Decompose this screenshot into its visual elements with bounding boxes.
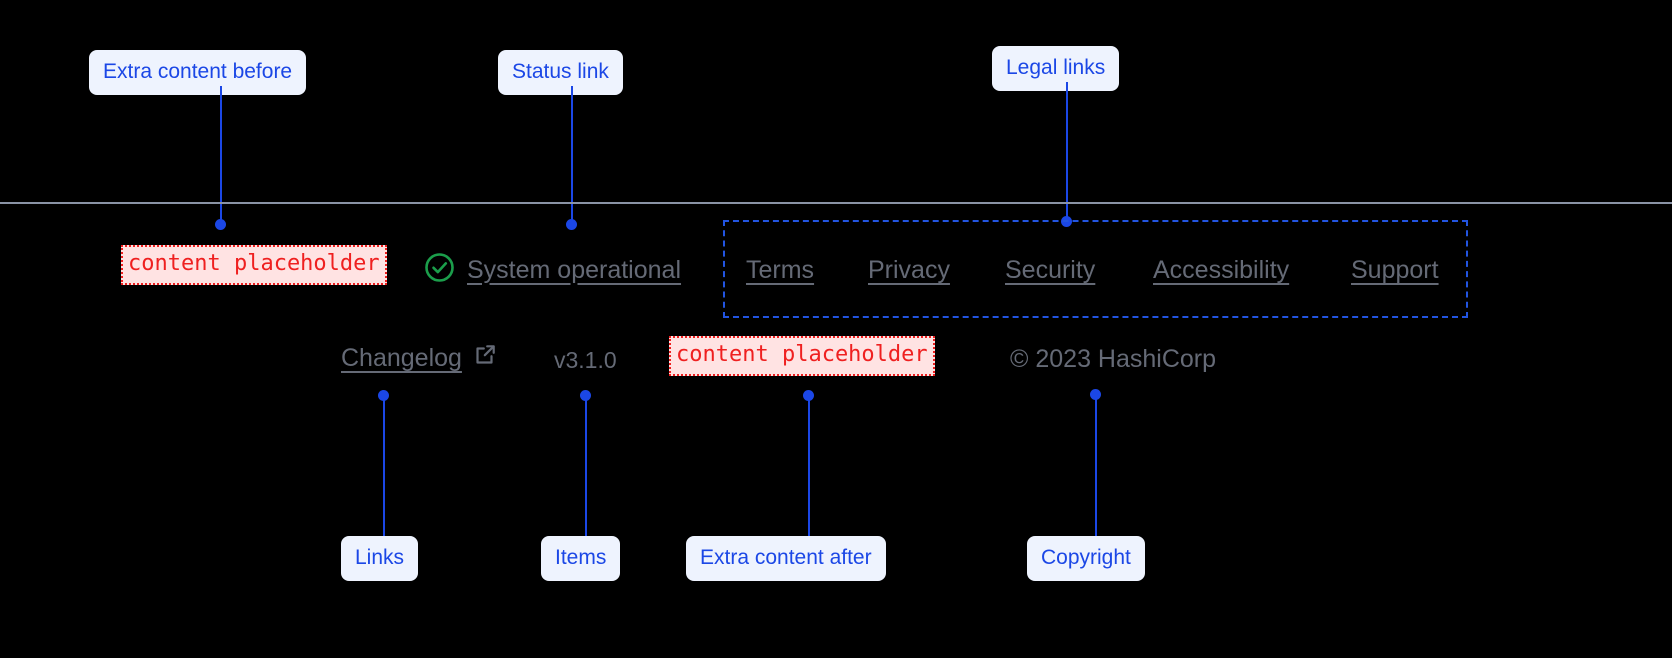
status-link-label: System operational bbox=[467, 255, 682, 284]
copyright-text: © 2023 HashiCorp bbox=[1010, 345, 1217, 373]
legal-link-support[interactable]: Support bbox=[1351, 256, 1439, 284]
changelog-link[interactable]: Changelog bbox=[341, 344, 498, 373]
extra-content-after-placeholder: content placeholder bbox=[669, 336, 935, 376]
leader-line-copyright bbox=[1095, 395, 1097, 536]
version-label: v3.1.0 bbox=[554, 347, 617, 373]
callout-extra-content-after: Extra content after bbox=[686, 536, 886, 581]
leader-line-extra-after bbox=[808, 396, 810, 536]
leader-dot-links bbox=[378, 390, 389, 401]
legal-link-terms[interactable]: Terms bbox=[746, 256, 815, 284]
leader-line-legal bbox=[1066, 82, 1068, 222]
legal-link-security[interactable]: Security bbox=[1005, 256, 1096, 284]
callout-legal-links: Legal links bbox=[992, 46, 1120, 91]
leader-dot-status bbox=[566, 219, 577, 230]
check-circle-icon bbox=[424, 252, 455, 288]
callout-status-link: Status link bbox=[498, 50, 623, 95]
leader-dot-extra-after bbox=[803, 390, 814, 401]
callout-copyright: Copyright bbox=[1027, 536, 1145, 581]
leader-dot-copyright bbox=[1090, 389, 1101, 400]
legal-links-group: Terms Privacy Security Accessibility Sup… bbox=[723, 220, 1468, 318]
changelog-label: Changelog bbox=[341, 344, 462, 372]
extra-content-before-placeholder: content placeholder bbox=[121, 245, 387, 285]
external-link-icon bbox=[473, 342, 498, 372]
legal-link-privacy[interactable]: Privacy bbox=[868, 256, 950, 284]
leader-line-extra-before bbox=[220, 86, 222, 224]
leader-line-links bbox=[383, 396, 385, 536]
footer-top-divider bbox=[0, 202, 1672, 204]
callout-links: Links bbox=[341, 536, 419, 581]
status-link[interactable]: System operational bbox=[424, 252, 681, 288]
legal-link-accessibility[interactable]: Accessibility bbox=[1153, 256, 1290, 284]
leader-dot-extra-before bbox=[215, 219, 226, 230]
callout-items: Items bbox=[541, 536, 621, 581]
leader-line-status bbox=[571, 86, 573, 224]
leader-dot-items bbox=[580, 390, 591, 401]
leader-line-items bbox=[585, 396, 587, 536]
callout-extra-content-before: Extra content before bbox=[89, 50, 307, 95]
